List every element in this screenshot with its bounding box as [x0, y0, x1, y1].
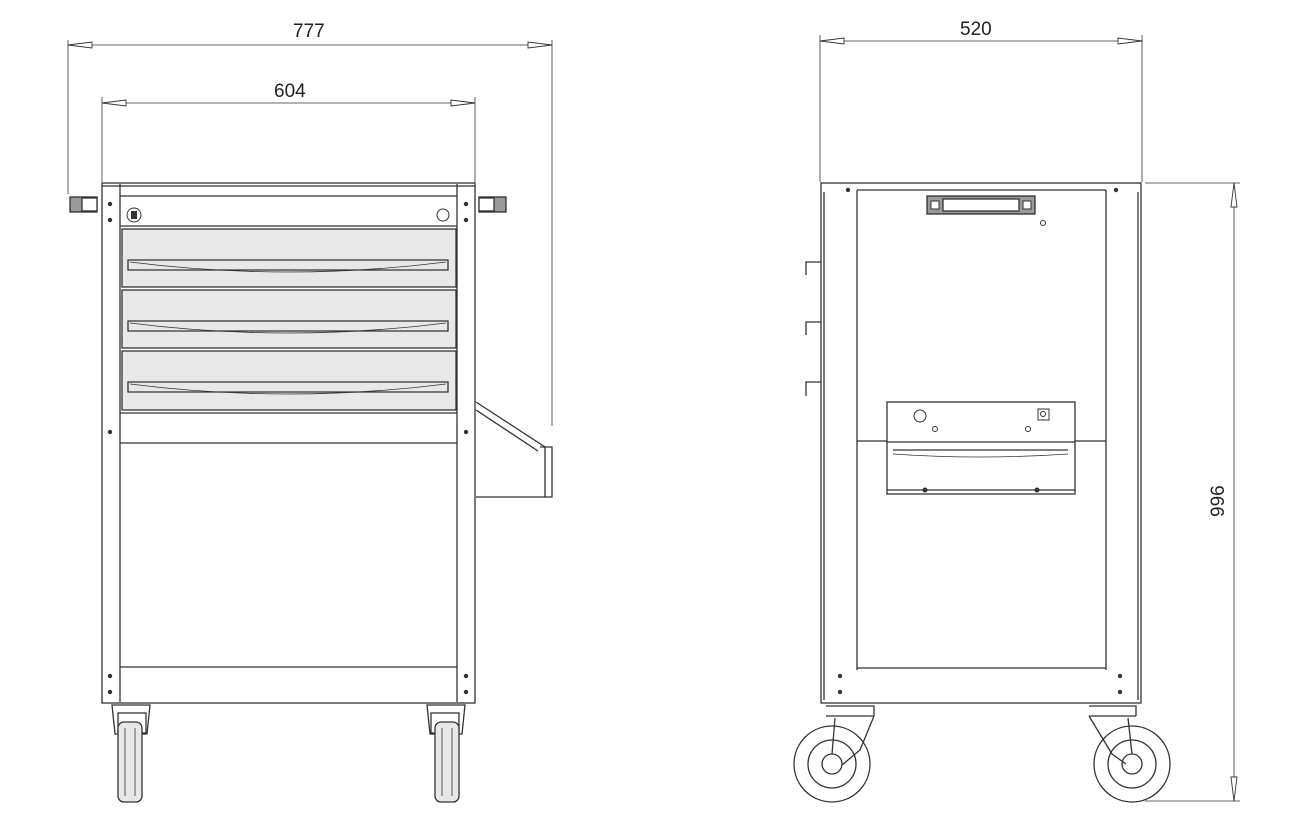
dimension-side-depth: 520 — [819, 19, 1143, 182]
dimension-label-604: 604 — [274, 81, 306, 102]
dimension-front-body-width: 604 — [101, 81, 476, 182]
front-right-handle — [478, 196, 507, 213]
drawer-3 — [121, 350, 457, 411]
drawer-1 — [121, 228, 457, 288]
dimension-front-overall-width: 777 — [67, 21, 553, 426]
front-screws — [107, 201, 469, 695]
button-icon — [436, 208, 450, 222]
front-side-bracket — [475, 401, 553, 498]
side-bracket — [886, 401, 1076, 495]
side-view: 520 996 — [793, 19, 1240, 803]
front-right-caster — [426, 704, 466, 803]
drawer-2 — [121, 289, 457, 349]
dimension-label-996: 996 — [1208, 485, 1229, 517]
side-right-caster — [1088, 705, 1171, 803]
front-left-handle — [69, 196, 98, 213]
front-left-caster — [111, 704, 151, 803]
front-view: 777 604 — [67, 21, 553, 803]
side-left-caster — [793, 705, 875, 803]
side-screws — [837, 187, 1123, 695]
side-drawer-fronts — [805, 261, 821, 396]
dimension-label-520: 520 — [960, 19, 992, 40]
dimension-label-777: 777 — [293, 21, 325, 42]
dimension-overall-height: 996 — [1145, 182, 1240, 802]
side-top-handle — [926, 195, 1036, 215]
